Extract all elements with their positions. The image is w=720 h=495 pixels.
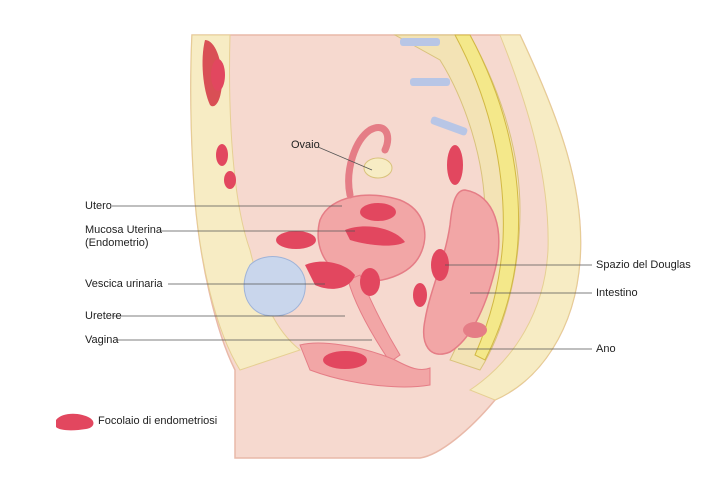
label-vagina: Vagina <box>85 334 119 346</box>
label-intestino: Intestino <box>596 287 638 299</box>
bladder <box>243 256 306 317</box>
endometrium <box>345 226 405 246</box>
endometriosis-foci <box>211 59 487 369</box>
front-fat-layer <box>190 34 302 371</box>
label-ano: Ano <box>596 343 616 355</box>
label-vescica-urinaria: Vescica urinaria <box>85 278 163 290</box>
label-uretere: Uretere <box>85 310 122 322</box>
ovary <box>363 157 393 179</box>
label-endometrio: (Endometrio) <box>85 237 149 249</box>
fallopian-tube <box>345 124 392 199</box>
legend-text: Focolaio di endometriosi <box>98 415 218 427</box>
label-ovaio: Ovaio <box>291 139 320 151</box>
label-mucosa-uterina: Mucosa Uterina <box>85 224 163 236</box>
label-utero: Utero <box>85 200 112 212</box>
endometriosis-focus-icon <box>56 413 94 431</box>
leader-lines <box>112 146 592 350</box>
intestine <box>423 189 500 355</box>
label-spazio-del-douglas: Spazio del Douglas <box>596 259 691 271</box>
back-fat-layer <box>468 34 582 401</box>
